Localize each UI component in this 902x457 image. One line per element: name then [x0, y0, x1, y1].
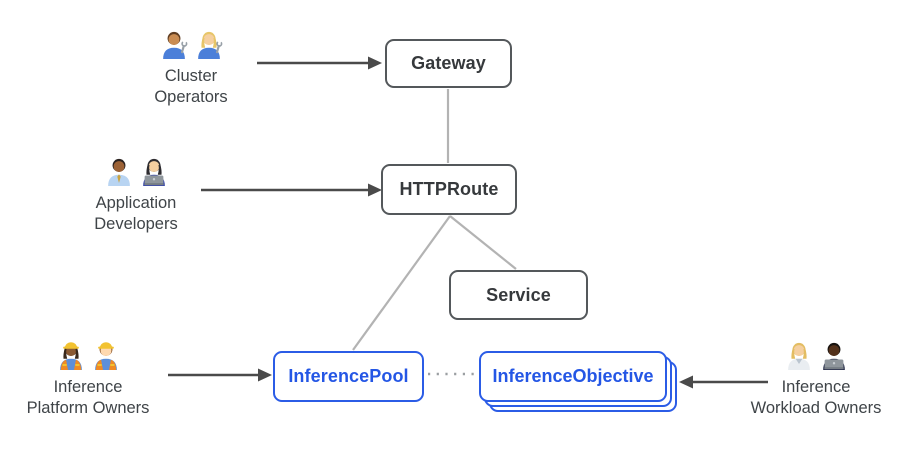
edge-httproute-inferencepool [352, 215, 451, 351]
inference-platform-owners-label: Inference Platform Owners [27, 377, 150, 419]
inference-workload-owners-avatars [784, 338, 849, 372]
arrow-platformowners-inferencepool [168, 368, 272, 382]
node-service: Service [449, 270, 588, 320]
application-developers-avatars [104, 154, 169, 188]
inference-platform-owners-label-line2: Platform Owners [26, 399, 150, 417]
inference-workload-owners-label: Inference Workload Owners [751, 377, 882, 419]
node-inferencepool-label: InferencePool [288, 366, 409, 386]
cluster-operators-label: Cluster Operators [154, 66, 227, 108]
inference-workload-owners-label-line1: Inference [781, 378, 851, 396]
inference-workload-owners-label-line2: Workload Owners [750, 399, 882, 417]
cluster-operators-label-line2: Operators [154, 88, 228, 106]
node-inferenceobjective: InferenceObjective [479, 351, 667, 402]
persona-cluster-operators: Cluster Operators [106, 27, 276, 108]
cluster-operators-label-line1: Cluster [164, 67, 218, 85]
woman-mechanic-icon [194, 27, 224, 61]
persona-inference-platform-owners: Inference Platform Owners [3, 338, 173, 419]
persona-inference-workload-owners: Inference Workload Owners [731, 338, 901, 419]
node-httproute-label: HTTPRoute [399, 179, 499, 199]
persona-application-developers: Application Developers [51, 154, 221, 235]
woman-construction-worker-icon [56, 338, 86, 372]
node-inferenceobjective-stack: InferenceObjective [479, 351, 677, 412]
edge-httproute-service [449, 215, 517, 270]
man-office-worker-icon [104, 154, 134, 188]
node-inferenceobjective-label: InferenceObjective [492, 366, 654, 386]
man-mechanic-icon [159, 27, 189, 61]
node-gateway: Gateway [385, 39, 512, 88]
health-worker-icon [784, 338, 814, 372]
application-developers-label-line1: Application [95, 194, 177, 212]
arrow-appdevelopers-httproute [201, 183, 382, 197]
man-construction-worker-icon [91, 338, 121, 372]
node-inferencepool: InferencePool [273, 351, 424, 402]
node-gateway-label: Gateway [411, 53, 486, 73]
node-service-label: Service [486, 284, 551, 305]
inference-platform-owners-label-line1: Inference [53, 378, 123, 396]
arrow-workloadowners-inferenceobjective [679, 375, 768, 389]
inference-platform-owners-avatars [56, 338, 121, 372]
application-developers-label-line2: Developers [94, 215, 178, 233]
node-httproute: HTTPRoute [381, 164, 517, 215]
woman-technologist-icon [139, 154, 169, 188]
application-developers-label: Application Developers [94, 193, 177, 235]
arrow-clusteroperators-gateway [257, 56, 382, 70]
man-technologist-icon [819, 338, 849, 372]
cluster-operators-avatars [159, 27, 224, 61]
